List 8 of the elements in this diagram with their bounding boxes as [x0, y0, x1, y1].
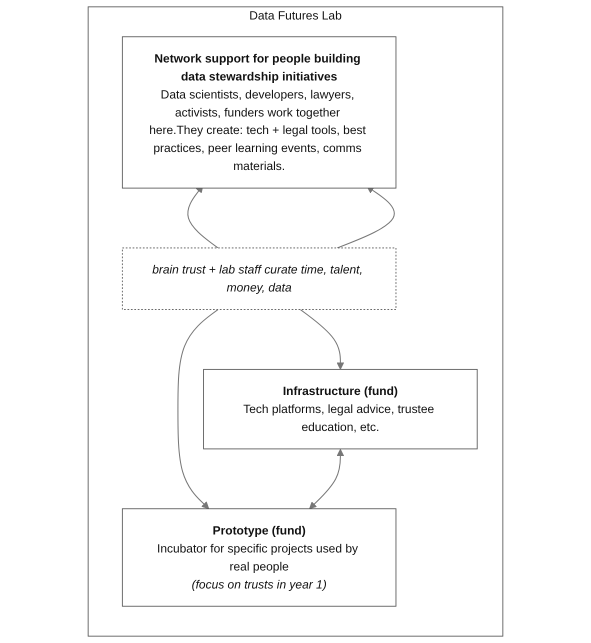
node-box: brain trust + lab staff curate time, talent, money, data: [122, 248, 396, 310]
arrow: [300, 309, 344, 370]
node-box: Infrastructure (fund) Tech platforms, legal advice, trustee education, etc.: [203, 368, 478, 450]
arrow: [309, 448, 344, 510]
node-box: Prototype (fund) Incubator for specific projects used by real people (focus on trusts in year 1): [122, 508, 396, 607]
arrow: [177, 309, 218, 510]
arrow: [337, 186, 395, 248]
node-box: Network support for people building data stewardship initiatives Data scientists, developers, lawyers, activists, funders work together here.They create: tech + legal tools, best practices, peer learning events, comms materials.: [122, 36, 396, 189]
